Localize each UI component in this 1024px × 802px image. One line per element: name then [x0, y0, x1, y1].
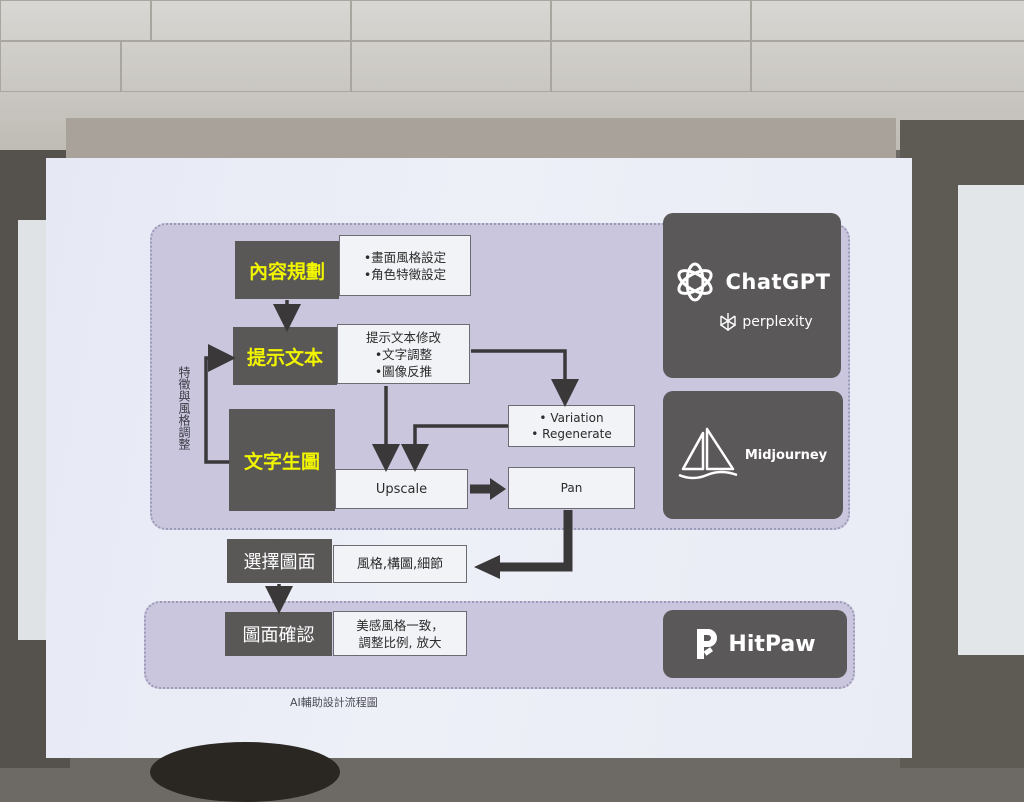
content-planning-item: •畫面風格設定 — [363, 249, 447, 265]
hitpaw-label: HitPaw — [728, 631, 816, 657]
ceiling-tile — [550, 0, 752, 42]
content-planning-item: •角色特徵設定 — [363, 266, 447, 282]
variation-label: • Variation — [539, 411, 604, 425]
hitpaw-icon — [697, 629, 718, 659]
pan-box: Pan — [508, 467, 635, 509]
midjourney-sailboat-icon — [678, 427, 738, 480]
upscale-label: Upscale — [375, 481, 428, 497]
upscale-box: Upscale — [335, 469, 468, 509]
step-prompt-text: 提示文本 — [233, 327, 337, 385]
ceiling-tile — [350, 0, 552, 42]
prompt-text-item: 提示文本修改 — [365, 329, 441, 345]
midjourney-box: Midjourney — [663, 391, 843, 519]
projector-screen-housing — [66, 118, 896, 162]
regenerate-label: • Regenerate — [531, 427, 612, 441]
ceiling-tile — [750, 0, 1024, 42]
diagram-caption: AI輔助設計流程圖 — [290, 696, 378, 709]
select-image-details: 風格,構圖,細節 — [333, 545, 467, 583]
chatgpt-perplexity-box: ChatGPT perplexity — [663, 213, 841, 378]
chatgpt-logo: ChatGPT — [673, 260, 830, 304]
prompt-text-item: •文字調整 — [374, 346, 433, 362]
openai-icon — [677, 262, 714, 301]
confirm-image-item: 調整比例, 放大 — [358, 634, 442, 650]
right-window — [958, 185, 1024, 655]
hitpaw-box: HitPaw — [663, 610, 847, 678]
ceiling-tile — [750, 40, 1024, 92]
prompt-text-details: 提示文本修改 •文字調整 •圖像反推 — [337, 324, 470, 384]
ceiling-tile — [550, 40, 752, 92]
side-label: 特徵與風格調整 — [177, 366, 191, 450]
ceiling-tile — [350, 40, 552, 92]
step-select-image: 選擇圖面 — [227, 539, 332, 583]
ceiling-tile — [150, 0, 352, 42]
chatgpt-label: ChatGPT — [725, 269, 831, 294]
step-confirm-image: 圖面確認 — [225, 612, 332, 656]
ceiling-tile — [0, 40, 122, 92]
audience-head — [150, 742, 340, 802]
confirm-image-details: 美感風格一致， 調整比例, 放大 — [333, 611, 467, 656]
confirm-image-item: 美感風格一致， — [356, 617, 444, 633]
variation-regenerate-box: • Variation • Regenerate — [508, 405, 635, 447]
pan-label: Pan — [560, 480, 583, 495]
select-image-detail: 風格,構圖,細節 — [356, 556, 444, 572]
ceiling-tile — [0, 0, 152, 42]
content-planning-details: •畫面風格設定 •角色特徵設定 — [339, 235, 471, 296]
step-text-to-image: 文字生圖 — [229, 409, 335, 511]
perplexity-logo: perplexity — [719, 312, 813, 332]
step-content-planning: 內容規劃 — [235, 241, 339, 299]
perplexity-label: perplexity — [742, 313, 813, 330]
prompt-text-item: •圖像反推 — [374, 363, 433, 379]
perplexity-icon — [720, 312, 737, 331]
ceiling-tile — [120, 40, 352, 92]
midjourney-label: Midjourney — [744, 447, 828, 463]
